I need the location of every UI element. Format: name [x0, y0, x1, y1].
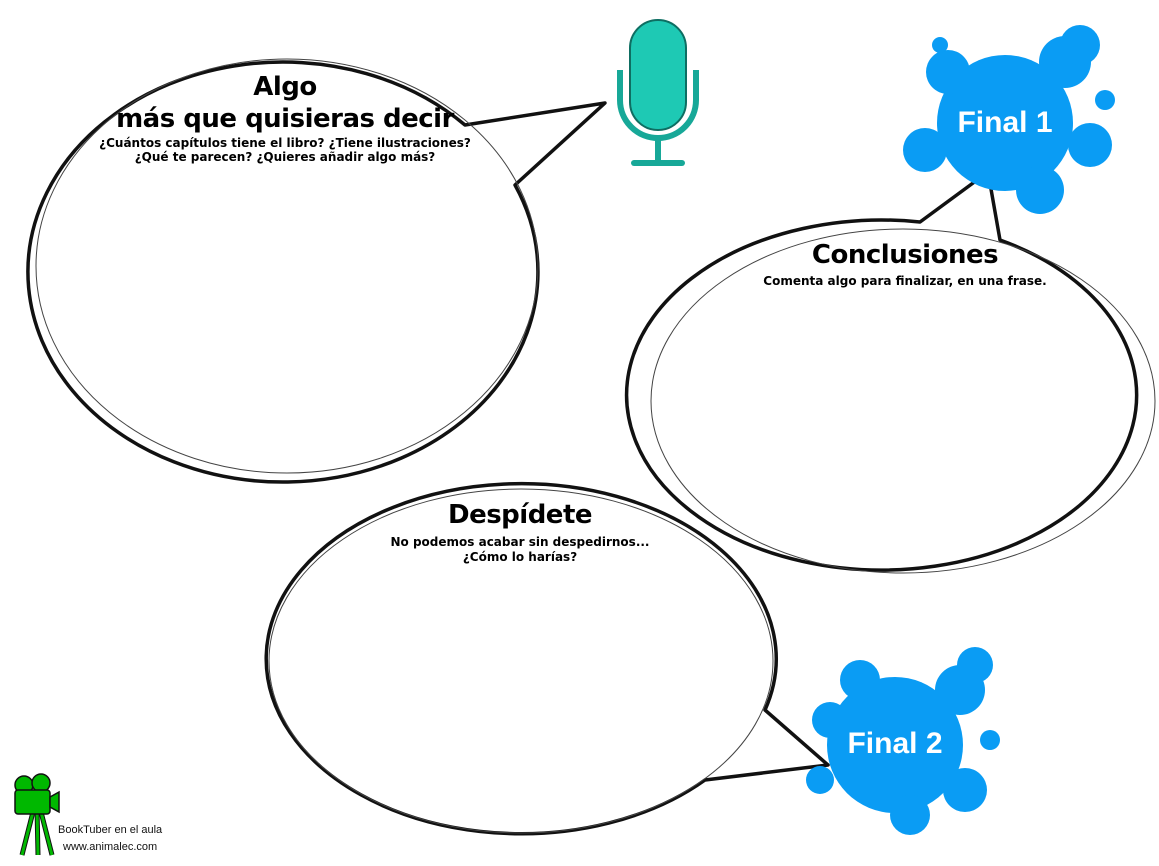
credit: BookTuber en el aula www.animalec.com	[58, 822, 162, 856]
bubble-extra-title-line2: más que quisieras decir	[116, 104, 454, 134]
bubble-farewell-prompt-line2: ¿Cómo lo harías?	[462, 550, 578, 564]
splat-final-2	[806, 647, 1000, 835]
bubble-farewell-title: Despídete	[447, 500, 593, 530]
speech-bubble-conclusions	[624, 170, 1139, 572]
bubble-extra-title-line1: Algo	[253, 72, 317, 102]
bubble-extra-prompt: ¿Cuántos capítulos tiene el libro? ¿Tien…	[99, 136, 471, 164]
bubble-farewell-prompt-line1: No podemos acabar sin despedirnos...	[390, 535, 650, 549]
video-camera-icon	[14, 773, 60, 856]
splat-final-1	[903, 25, 1115, 214]
speech-bubble-farewell	[264, 481, 830, 836]
credit-website: www.animalec.com	[63, 841, 158, 853]
credit-title: BookTuber en el aula	[58, 824, 163, 836]
final-1-label: Final 1	[957, 106, 1053, 139]
final-2-label: Final 2	[847, 727, 943, 760]
microphone-icon	[617, 19, 699, 166]
bubble-conclusions-prompt: Comenta algo para finalizar, en una fras…	[763, 274, 1047, 288]
bubble-conclusions-title: Conclusiones	[811, 240, 999, 270]
speech-bubble-extra	[26, 60, 607, 484]
